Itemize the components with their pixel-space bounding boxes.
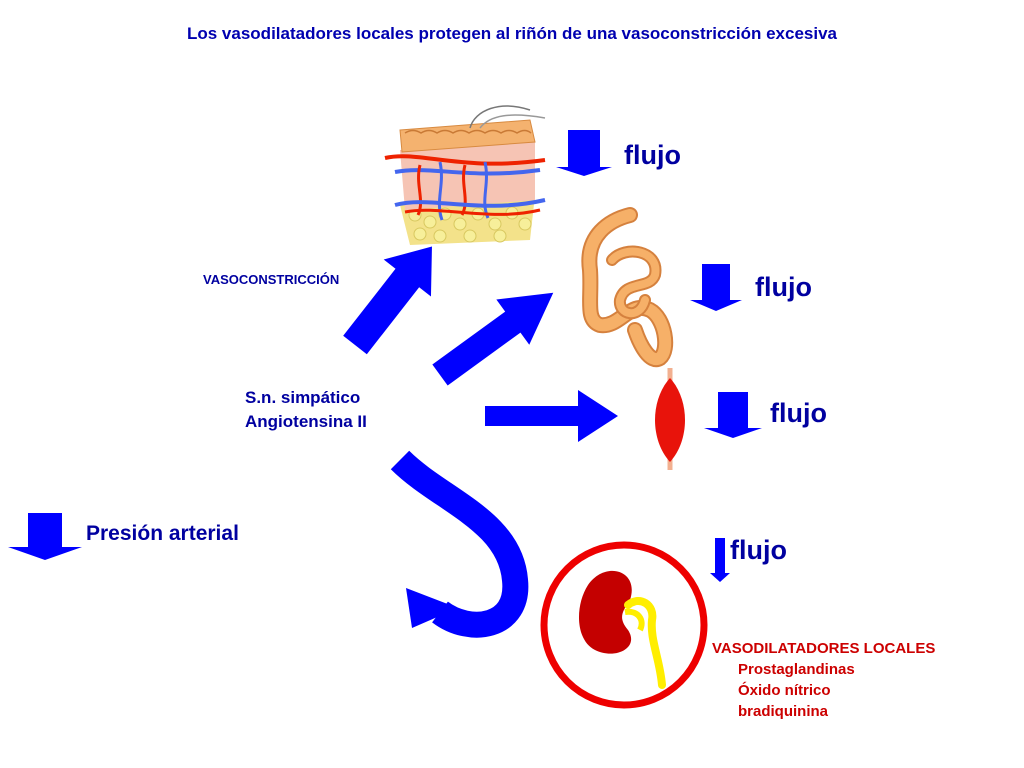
intestine-illustration: [581, 207, 674, 367]
flujo-label-skin: flujo: [624, 140, 681, 170]
vasodilatador-item: bradiquinina: [738, 703, 828, 720]
vasoconstriccion-label: VASOCONSTRICCIÓN: [203, 272, 340, 287]
vasodilatador-item: Prostaglandinas: [738, 661, 855, 678]
presion-arterial-label: Presión arterial: [86, 522, 239, 545]
source-line-1: S.n. simpático: [245, 388, 361, 407]
page-title: Los vasodilatadores locales protegen al …: [186, 24, 837, 43]
kidney-illustration: [540, 541, 708, 709]
down-arrow-kidney-icon: [710, 538, 730, 582]
down-arrow-intestine-icon: [690, 264, 742, 311]
down-arrow-pressure-icon: [8, 513, 82, 560]
flujo-label-intestine: flujo: [755, 272, 812, 302]
kidney-highlight-ring: [540, 541, 708, 709]
skin-tissue-illustration: [384, 105, 546, 245]
arrow-to-skin-icon: [343, 246, 432, 355]
down-arrow-muscle-icon: [704, 392, 762, 438]
arrow-to-intestine-icon: [432, 292, 554, 386]
vasodilatadores-heading: VASODILATADORES LOCALES: [712, 640, 936, 657]
source-line-2: Angiotensina II: [245, 412, 367, 431]
source-label: S.n. simpático Angiotensina II: [245, 386, 367, 434]
flujo-label-kidney: flujo: [730, 535, 787, 565]
vasodilatadores-block: VASODILATADORES LOCALES Prostaglandinas …: [712, 638, 935, 722]
muscle-illustration: [655, 368, 685, 470]
feedback-u-arrow-icon: [390, 450, 529, 638]
vasodilatador-item: Óxido nítrico: [738, 682, 831, 699]
flujo-label-muscle: flujo: [770, 398, 827, 428]
down-arrow-skin-icon: [556, 130, 612, 176]
arrow-to-muscle-icon: [485, 390, 618, 442]
